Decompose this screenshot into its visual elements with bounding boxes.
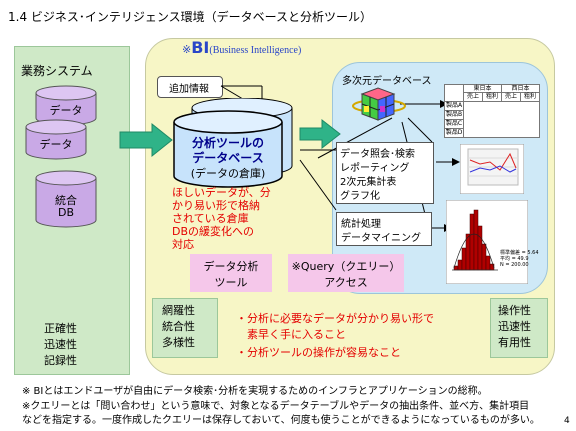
cylinder-3-label-1: 統合	[55, 194, 77, 207]
db-label-1: 分析ツールの	[191, 136, 264, 150]
bi-bullet-2: 素早く手に入ること	[236, 328, 346, 341]
stats-label-2: データマイニング	[341, 233, 421, 244]
db-front-cylinder	[173, 110, 283, 188]
business-to-bi-arrow	[119, 122, 173, 158]
tool-label-2: ツール	[214, 276, 248, 289]
histogram-legend-1: 標準偏差 = 5.64	[500, 250, 539, 256]
tool-label-1: データ分析	[203, 260, 259, 273]
db-label-2: データベース	[192, 151, 264, 165]
data-analysis-tool-box	[190, 254, 272, 292]
bi-quality-3: 多様性	[162, 336, 195, 349]
multidim-cube-icon	[352, 87, 406, 121]
cylinder-3-label-2: DB	[57, 206, 75, 219]
table-row-d: 製品D	[444, 128, 464, 138]
db-note-3: されている倉庫	[172, 212, 249, 225]
query-function-1: データ照会･検索	[340, 149, 415, 160]
bi-title-main: BI	[191, 38, 210, 57]
query-label-1: ※Query（クエリー）	[291, 260, 401, 273]
bi-bullet-3: ・分析ツールの操作が容易なこと	[236, 346, 401, 359]
db-note-4: DBの緩変化への	[172, 225, 255, 238]
query-access-box	[288, 254, 404, 292]
histogram-legend-2: 平均 = 49.9	[500, 256, 529, 262]
bi-quality-1: 網羅性	[162, 304, 195, 317]
footnote-2: ※クエリーとは「問い合わせ」という意味で、対象となるデータテーブルやデータの抽出…	[22, 401, 530, 412]
analysis-quality-1: 操作性	[498, 304, 531, 317]
bi-title-prefix: ※	[182, 43, 192, 56]
query-label-2: アクセス	[324, 276, 368, 289]
business-system-title: 業務システム	[21, 64, 93, 78]
extra-info-label: 追加情報	[169, 84, 209, 95]
line-chart-thumbnail	[460, 144, 524, 194]
histogram-thumbnail	[446, 200, 528, 284]
stats-label-1: 統計処理	[341, 219, 381, 230]
db-note-1: ほしいデータが、分	[172, 186, 271, 199]
data-cylinder-1	[35, 85, 97, 126]
table-corner	[444, 84, 464, 102]
query-function-3: 2次元集計表	[340, 177, 397, 188]
histogram-legend: 標準偏差 = 5.64 平均 = 49.9 N = 200.00	[500, 250, 539, 268]
bi-title: ※BI(Business Intelligence)	[182, 38, 301, 57]
multidim-title: 多次元データベース	[342, 76, 432, 87]
bi-bullet-1: ・分析に必要なデータが分かり易い形で	[236, 312, 434, 325]
query-function-2: レポーティング	[340, 163, 410, 174]
analysis-quality-2: 迅速性	[498, 320, 531, 333]
business-quality-1: 正確性	[44, 322, 77, 335]
db-note-5: 対応	[172, 238, 194, 251]
integrated-db-cylinder	[35, 170, 97, 228]
query-function-4: グラフ化	[340, 191, 380, 202]
histogram-bars	[453, 209, 495, 271]
bi-title-sub: (Business Intelligence)	[209, 45, 302, 56]
query-functions-box	[336, 142, 434, 204]
stats-box	[336, 212, 432, 246]
histogram-legend-3: N = 200.00	[500, 262, 529, 268]
data-cylinder-2	[25, 119, 87, 160]
page-number: 4	[564, 416, 570, 426]
db-note-2: かり易い形で格納	[172, 199, 260, 212]
business-quality-2: 迅速性	[44, 338, 77, 351]
db-label-3: (データの倉庫)	[190, 167, 266, 180]
page-title: 1.4 ビジネス･インテリジェンス環境（データベースと分析ツール）	[8, 10, 373, 24]
bi-quality-box	[152, 298, 218, 358]
cylinder-1-label: データ	[49, 104, 83, 117]
db-to-analysis-arrow	[299, 118, 341, 150]
footnote-3: などを指定する。一度作成したクエリーは保存しておいて、何度も使うことができるよう…	[22, 415, 540, 426]
footnote-1: ※ BIとはエンドユーザが自由にデータ検索･分析を実現するためのインフラとアプリ…	[22, 386, 488, 397]
table-body	[463, 101, 540, 138]
bi-quality-2: 統合性	[162, 320, 195, 333]
business-quality-3: 記録性	[44, 354, 77, 367]
analysis-quality-box	[490, 298, 548, 358]
business-cylinders	[25, 85, 97, 228]
cylinder-2-label: データ	[39, 138, 73, 151]
analysis-quality-3: 有用性	[498, 336, 531, 349]
analysis-db-cylinders	[173, 98, 293, 188]
multidim-table: 東日本 西日本 売上 粗利 売上 粗利 製品A 製品B 製品C 製品D	[444, 84, 540, 138]
